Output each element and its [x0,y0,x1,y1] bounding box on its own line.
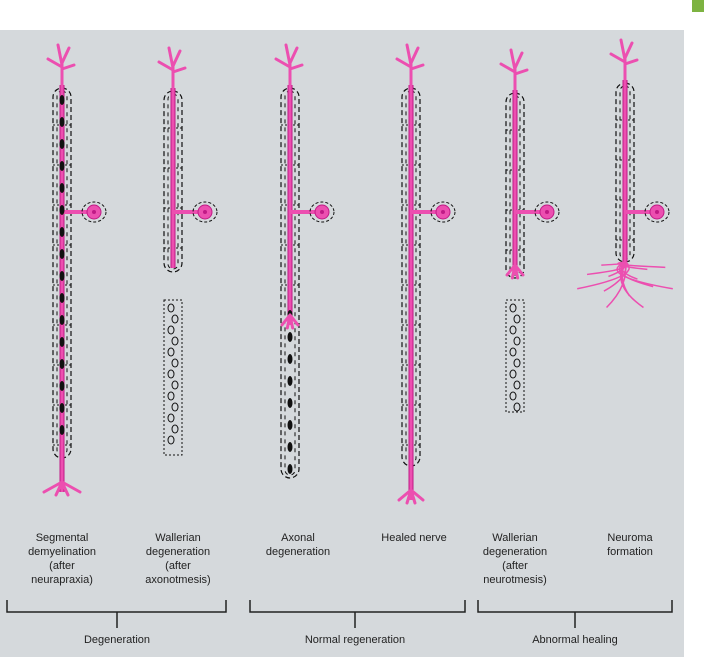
myelin-debris [509,391,517,401]
debris-oval [59,205,65,215]
group-bracket-0 [6,600,227,628]
debris-oval [59,359,65,369]
cell-body-capsule [309,201,335,223]
debris-oval [59,271,65,281]
nucleus [92,210,96,214]
debris-oval [59,183,65,193]
cell-body-capsule [644,201,670,223]
axon-terminal [42,480,82,497]
group-label-abnormal-healing: Abnormal healing [532,634,618,646]
neuron-axonal-degeneration [274,43,335,479]
myelin-debris [167,303,175,313]
myelin-debris [513,358,521,368]
myelin-debris [171,336,179,346]
stage-label-wallerian-neurotmesis: Wallerian degeneration (after neurotmesi… [482,532,548,586]
myelin-debris [509,303,517,313]
debris-oval [287,464,293,474]
neuron-wallerian-neurotmesis [499,48,560,413]
myelin-debris [167,391,175,401]
myelin-debris [509,369,517,379]
debris-oval [287,332,293,342]
myelin-debris [171,424,179,434]
debris-oval [59,315,65,325]
stage-label-neuroma-formation: Neuroma formation [607,532,653,558]
axon-terminal [505,263,525,280]
debris-oval [287,354,293,364]
neuron-healed [395,43,456,505]
group-bracket-1 [249,600,466,628]
dendrite-icon [157,46,187,95]
group-label-degeneration: Degeneration [83,634,151,646]
myelin-debris [171,314,179,324]
debris-oval [287,398,293,408]
nucleus [655,210,659,214]
neuron-wallerian-axonotmesis [157,46,218,456]
degenerated-sheath [163,299,183,456]
dendrite-icon [274,43,304,92]
dendrite-icon [499,48,529,97]
dendrite-icon [395,43,425,92]
myelin-debris [167,435,175,445]
debris-oval [59,161,65,171]
myelin-debris [167,413,175,423]
debris-oval [59,425,65,435]
degenerated-sheath [505,299,525,413]
myelin-debris [509,347,517,357]
myelin-debris [171,380,179,390]
diagram-panel [0,30,684,657]
corner-accent [692,0,704,12]
myelin-debris [167,325,175,335]
dendrite-icon [46,43,76,92]
nucleus [203,210,207,214]
myelin-debris [513,336,521,346]
debris-oval [59,381,65,391]
stage-label-healed-nerve: Healed nerve [381,532,447,544]
nucleus [441,210,445,214]
debris-oval [59,95,65,105]
debris-oval [59,117,65,127]
stage-label-wallerian-axonotmesis: Wallerian degeneration (after axonotmesi… [145,532,211,586]
nucleus [545,210,549,214]
cell-body-capsule [534,201,560,223]
dendrite-icon [609,38,639,87]
myelin-debris [509,325,517,335]
myelin-debris [171,402,179,412]
myelin-debris [167,369,175,379]
myelin-debris [171,358,179,368]
neuron-segmental [42,43,107,497]
axon-terminal [280,313,300,330]
myelin-debris [513,314,521,324]
debris-oval [287,376,293,386]
stage-label-axonal-degeneration: Axonal degeneration [265,532,331,558]
nucleus [320,210,324,214]
debris-oval [59,227,65,237]
cell-body-capsule [430,201,456,223]
debris-oval [59,249,65,259]
debris-oval [59,337,65,347]
stage-label-segmental-demyelination: Segmental demyelination (after neuraprax… [28,532,96,586]
debris-oval [59,293,65,303]
myelin-debris [167,347,175,357]
myelin-debris [513,402,521,412]
neuroma-sprout [617,261,666,269]
group-label-normal-regeneration: Normal regeneration [304,634,406,646]
cell-body-capsule [192,201,218,223]
myelin-debris [513,380,521,390]
axon-terminal [397,488,425,505]
debris-oval [287,420,293,430]
debris-oval [287,442,293,452]
neuron-neuroma [577,38,673,309]
group-bracket-2 [477,600,673,628]
debris-oval [59,403,65,413]
cell-body-capsule [81,201,107,223]
debris-oval [59,139,65,149]
